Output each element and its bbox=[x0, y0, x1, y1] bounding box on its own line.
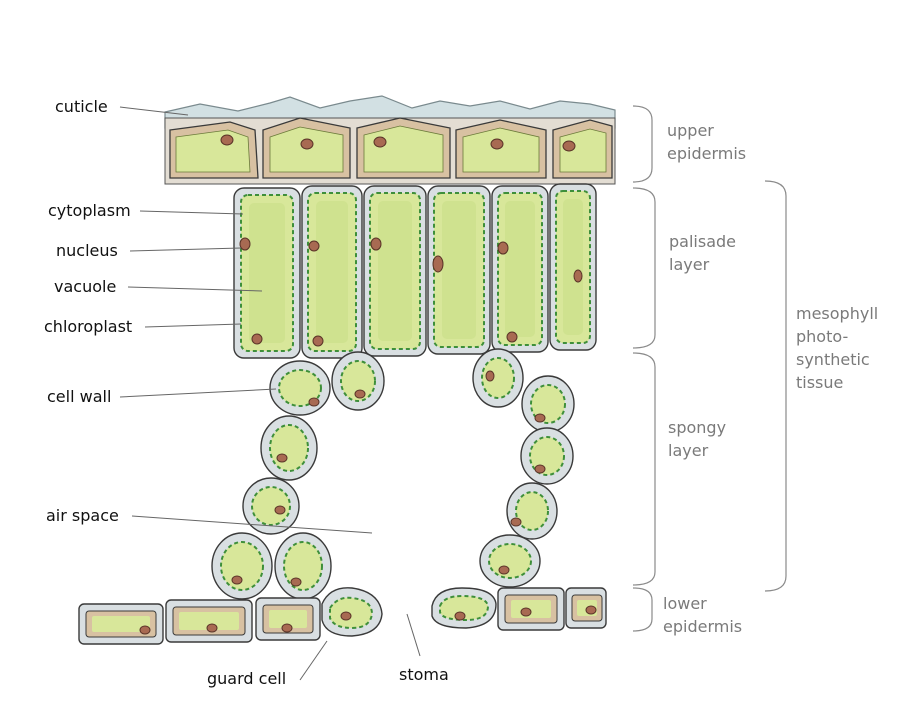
mesophyll-line-1: mesophyll bbox=[796, 304, 879, 323]
mesophyll-line-3: synthetic bbox=[796, 350, 870, 369]
spongy-layer-label: spongy layer bbox=[668, 416, 726, 462]
cuticle-label: cuticle bbox=[55, 97, 108, 116]
stoma-label: stoma bbox=[399, 665, 449, 684]
lower-epidermis-line-2: epidermis bbox=[663, 617, 743, 636]
spongy-layer-line-1: spongy bbox=[668, 418, 727, 437]
mesophyll-bracket bbox=[764, 180, 787, 592]
chloroplast-label: chloroplast bbox=[44, 317, 133, 336]
spongy-layer-line-2: layer bbox=[668, 441, 709, 460]
upper-epidermis-cells bbox=[164, 117, 616, 185]
region-brackets bbox=[632, 105, 787, 632]
mesophyll-line-4: tissue bbox=[796, 373, 844, 392]
lower-epidermis-cells bbox=[78, 587, 607, 645]
lower-epidermis-label: lower epidermis bbox=[663, 592, 742, 638]
palisade-layer-line-2: layer bbox=[669, 255, 710, 274]
palisade-layer-label: palisade layer bbox=[669, 230, 736, 276]
upper-epidermis-line-1: upper bbox=[667, 121, 714, 140]
upper-epidermis-label: upper epidermis bbox=[667, 119, 746, 165]
spongy-bracket bbox=[632, 352, 656, 586]
cell-wall-label: cell wall bbox=[47, 387, 112, 406]
spongy-layer-cells bbox=[211, 348, 575, 600]
palisade-layer-line-1: palisade bbox=[669, 232, 736, 251]
lower-epidermis-bracket bbox=[632, 587, 653, 632]
upper-epidermis-bracket bbox=[632, 105, 653, 183]
guard-cell-label: guard cell bbox=[207, 669, 287, 688]
leader-lines bbox=[119, 106, 421, 681]
cytoplasm-label: cytoplasm bbox=[48, 201, 131, 220]
mesophyll-label: mesophyll photo- synthetic tissue bbox=[796, 302, 878, 394]
nucleus-label: nucleus bbox=[56, 241, 118, 260]
palisade-layer-cells bbox=[233, 183, 597, 359]
upper-epidermis-line-2: epidermis bbox=[667, 144, 747, 163]
vacuole-label: vacuole bbox=[54, 277, 117, 296]
air-space-label: air space bbox=[46, 506, 119, 525]
mesophyll-line-2: photo- bbox=[796, 327, 849, 346]
lower-epidermis-line-1: lower bbox=[663, 594, 707, 613]
palisade-bracket bbox=[632, 187, 656, 349]
guard-cells bbox=[321, 587, 497, 637]
